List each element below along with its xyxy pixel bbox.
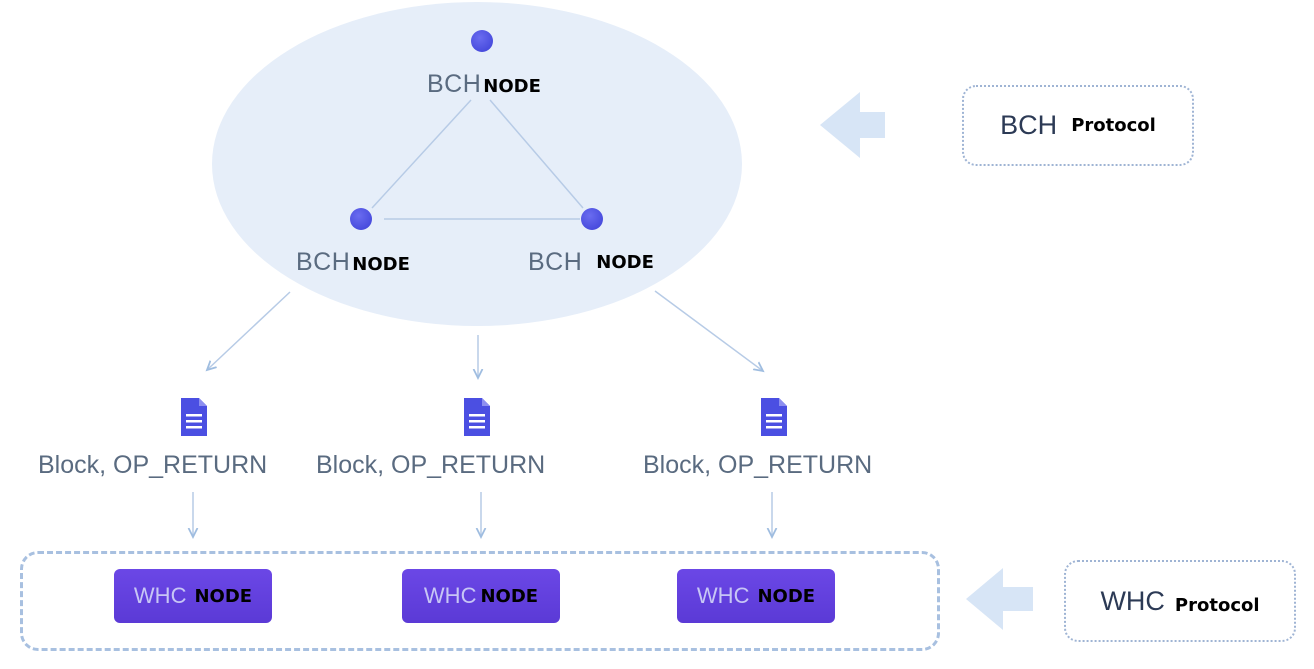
arrow-to-block-1 bbox=[207, 291, 291, 370]
node-suffix: NODE bbox=[352, 254, 410, 275]
bch-protocol-box: BCH Protocol bbox=[962, 85, 1194, 166]
whc-node-name: WHC bbox=[133, 583, 187, 608]
node-suffix: NODE bbox=[483, 76, 541, 97]
node-name: BCH bbox=[528, 248, 583, 276]
left-node-dot bbox=[350, 208, 372, 230]
whc-node-suffix: NODE bbox=[194, 585, 253, 607]
protocol-name: BCH bbox=[1000, 110, 1058, 140]
whc-node-suffix: NODE bbox=[480, 585, 539, 607]
whc-node: WHC NODE bbox=[402, 569, 560, 623]
left-node-label: BCH NODE bbox=[296, 248, 410, 277]
node-name: BCH bbox=[427, 70, 482, 98]
whc-protocol-box: WHC Protocol bbox=[1064, 560, 1296, 642]
block-label: Block, OP_RETURN bbox=[643, 451, 873, 479]
document-icon bbox=[464, 398, 490, 436]
whc-node-name: WHC bbox=[696, 583, 750, 608]
node-name: BCH bbox=[296, 248, 351, 276]
arrow-to-block-3 bbox=[654, 290, 763, 371]
edge-top-left bbox=[371, 99, 472, 209]
block-label: Block, OP_RETURN bbox=[38, 451, 268, 479]
whc-node-suffix: NODE bbox=[757, 585, 816, 607]
whc-node: WHC NODE bbox=[114, 569, 272, 623]
top-node-dot bbox=[471, 30, 493, 52]
block-label: Block, OP_RETURN bbox=[316, 451, 546, 479]
whc-node-group bbox=[20, 551, 940, 651]
right-node-label: BCH NODE bbox=[528, 248, 654, 277]
node-suffix: NODE bbox=[596, 252, 654, 273]
whc-protocol-arrow-icon bbox=[966, 568, 1033, 630]
edge-top-right bbox=[489, 99, 584, 209]
protocol-name: WHC bbox=[1100, 585, 1165, 616]
whc-node: WHC NODE bbox=[677, 569, 835, 623]
whc-node-name: WHC bbox=[423, 583, 477, 608]
top-node-label: BCH NODE bbox=[427, 70, 541, 99]
protocol-suffix: Protocol bbox=[1174, 594, 1260, 616]
bch-network-ellipse bbox=[212, 2, 742, 326]
right-node-dot bbox=[581, 208, 603, 230]
document-icon bbox=[761, 398, 787, 436]
protocol-suffix: Protocol bbox=[1071, 115, 1156, 136]
bch-protocol-arrow-icon bbox=[820, 92, 885, 158]
document-icon bbox=[181, 398, 207, 436]
